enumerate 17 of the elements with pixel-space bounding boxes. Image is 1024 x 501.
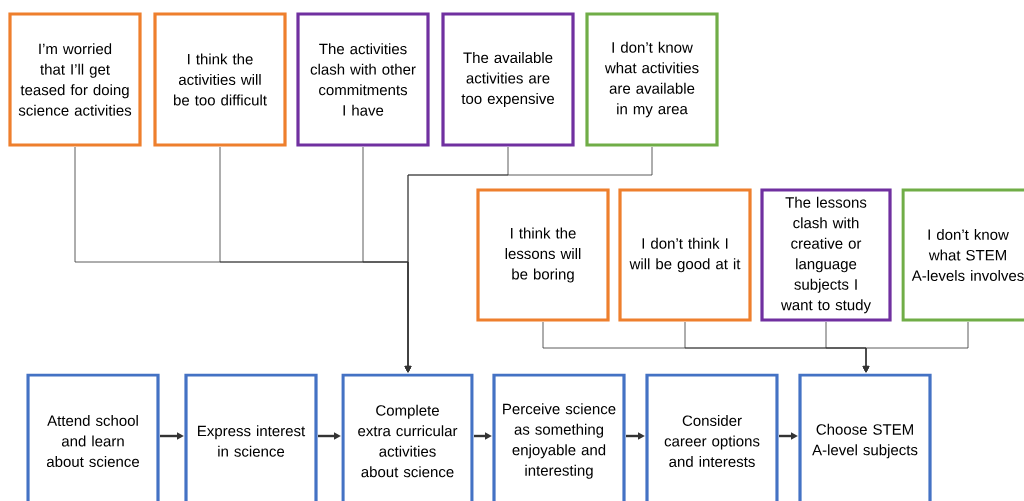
text-box: I’m worried that I’ll get teased for doing science activities [8, 12, 142, 147]
text-box: Express interest in science [184, 373, 318, 501]
text-box: I don’t know what activities are available in my area [585, 12, 719, 147]
connector-arrow [862, 321, 969, 373]
text-box: Complete extra curricular activities about science [341, 373, 474, 501]
text-box: I don’t know what STEM A-levels involves [901, 188, 1024, 322]
text-box: Consider career options and interests [645, 373, 779, 501]
text-box: I think the lessons will be boring [476, 188, 610, 322]
text-box: Attend school and learn about science [26, 373, 160, 501]
text-box: I don’t think I will be good at it [618, 188, 752, 322]
connector-arrow [404, 146, 653, 373]
text-box: The available activities are too expensive [441, 12, 575, 147]
text-box: The activities clash with other commitments I have [296, 12, 430, 147]
text-box: Choose STEM A-level subjects [798, 373, 932, 501]
text-box: The lessons clash with creative or language subjects I want to study [760, 188, 892, 322]
text-box: I think the activities will be too difficult [153, 12, 287, 147]
text-box: Perceive science as something enjoyable and interesting [492, 373, 626, 501]
